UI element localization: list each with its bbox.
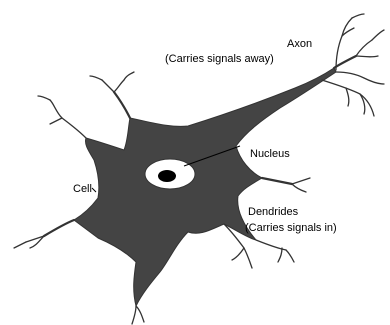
axon-terminals bbox=[322, 14, 384, 116]
axon-note-label: (Carries signals away) bbox=[165, 53, 274, 65]
axon-label: Axon bbox=[287, 38, 312, 50]
dendrides-label: Dendrides bbox=[248, 206, 299, 218]
nucleus-label: Nucleus bbox=[250, 148, 290, 160]
nucleus-core bbox=[158, 170, 176, 182]
cell-label: Cell bbox=[73, 183, 92, 195]
cell-leader bbox=[92, 188, 96, 192]
dendrites-top-left bbox=[38, 72, 134, 138]
dendrides-note-label: (Carries signals in) bbox=[245, 222, 337, 234]
